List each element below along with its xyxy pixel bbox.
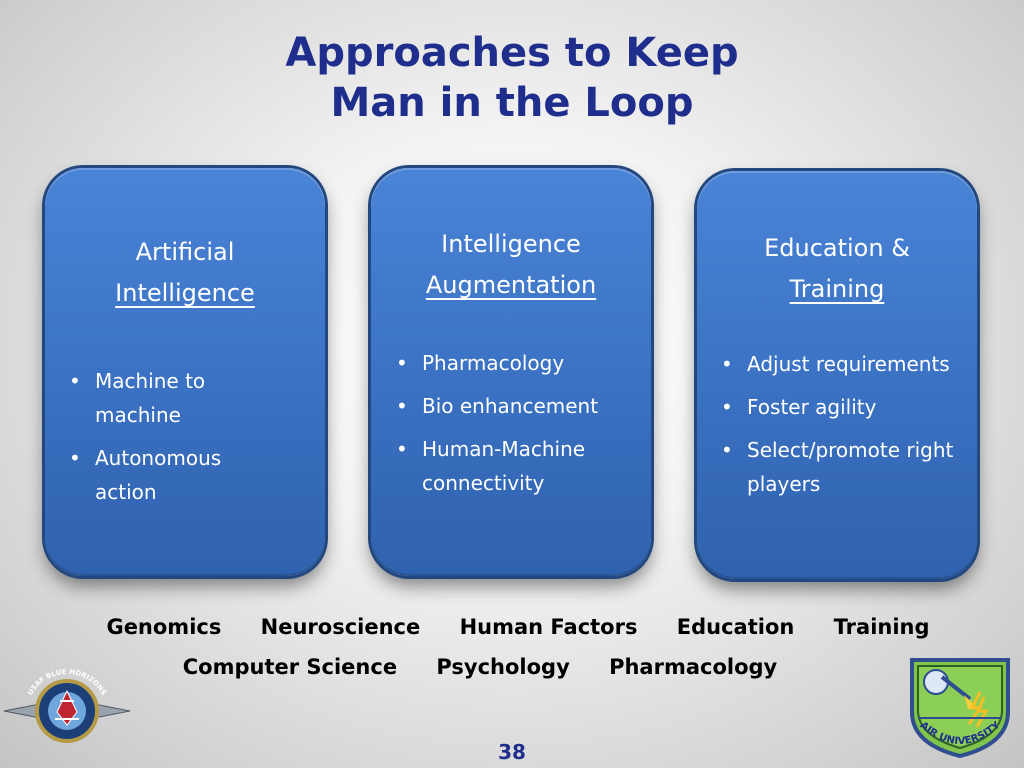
- air-university-shield-icon: AIR UNIVERSITY: [910, 658, 1010, 759]
- card-heading-line-1: Artificial: [135, 238, 235, 266]
- card-heading-line-2: Training: [789, 275, 885, 303]
- card-heading-line-1: Intelligence: [441, 230, 581, 258]
- topic-item: Psychology: [436, 655, 570, 679]
- card-bullet-list: Adjust requirements Foster agility Selec…: [719, 347, 959, 501]
- artificial-intelligence-card: Artificial Intelligence Machine to machi…: [45, 168, 325, 576]
- card-heading: Intelligence Augmentation: [371, 224, 651, 306]
- topic-item: Neuroscience: [260, 615, 421, 639]
- bullet-item: Adjust requirements: [719, 347, 959, 381]
- bullet-item: Machine to machine: [67, 364, 287, 432]
- bullet-item: Select/promote right players: [719, 433, 959, 501]
- card-bullet-list: Machine to machine Autonomous action: [67, 364, 287, 509]
- bullet-item: Autonomous action: [67, 441, 287, 509]
- topics-row-2: Computer Science Psychology Pharmacology: [0, 652, 992, 682]
- card-heading: Artificial Intelligence: [45, 232, 325, 314]
- bullet-item: Human-Machine connectivity: [394, 432, 634, 500]
- topic-item: Human Factors: [459, 615, 638, 639]
- card-heading-line-2: Intelligence: [115, 279, 255, 307]
- bullet-item: Pharmacology: [394, 346, 634, 380]
- bullet-item: Bio enhancement: [394, 389, 634, 423]
- usaf-blue-horizons-logo-icon: USAF BLUE HORIZONS: [3, 668, 131, 743]
- slide-title: Approaches to Keep Man in the Loop: [0, 28, 1024, 128]
- page-number: 38: [498, 740, 526, 764]
- topics-row-1: Genomics Neuroscience Human Factors Educ…: [6, 612, 1024, 642]
- slide-title-line-2: Man in the Loop: [330, 80, 694, 126]
- topic-item: Genomics: [106, 615, 222, 639]
- card-heading: Education & Training: [697, 228, 977, 310]
- topic-item: Computer Science: [182, 655, 398, 679]
- topic-item: Education: [676, 615, 795, 639]
- card-heading-line-1: Education &: [764, 234, 910, 262]
- bullet-item: Foster agility: [719, 390, 959, 424]
- card-bullet-list: Pharmacology Bio enhancement Human-Machi…: [394, 346, 634, 500]
- card-heading-line-2: Augmentation: [425, 271, 597, 299]
- education-training-card: Education & Training Adjust requirements…: [697, 171, 977, 579]
- topic-item: Training: [833, 615, 930, 639]
- topic-item: Pharmacology: [609, 655, 778, 679]
- intelligence-augmentation-card: Intelligence Augmentation Pharmacology B…: [371, 168, 651, 576]
- slide-title-line-1: Approaches to Keep: [285, 30, 739, 76]
